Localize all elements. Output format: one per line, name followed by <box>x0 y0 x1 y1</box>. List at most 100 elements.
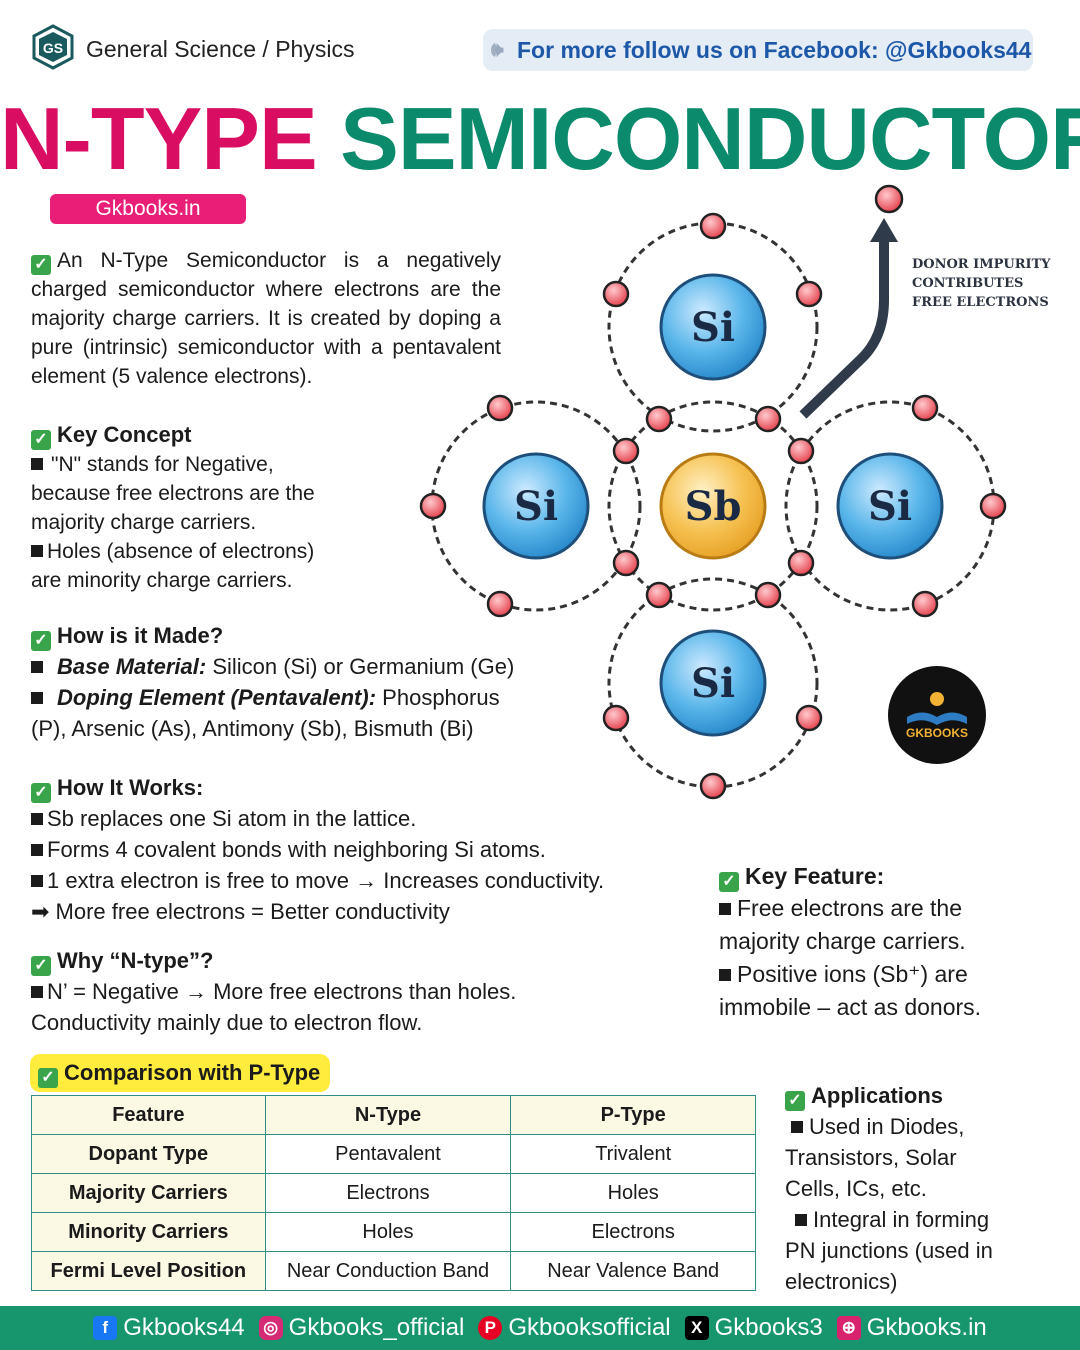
why-ntype-heading: Why “N-type”? <box>57 948 214 973</box>
how-works-heading: How It Works: <box>57 775 204 800</box>
table-cell: Holes <box>264 1212 512 1252</box>
subject-label: General Science / Physics <box>86 36 355 62</box>
bullet-icon <box>31 813 43 825</box>
applications-heading: Applications <box>811 1083 944 1108</box>
doping-element-value-cont: (P), Arsenic (As), Antimony (Sb), Bismut… <box>31 716 474 741</box>
check-icon: ✓ <box>31 255 51 275</box>
table-header-cell: Feature <box>31 1095 266 1135</box>
key-feature-line: Free electrons are the <box>737 895 963 921</box>
x-icon: X <box>684 1316 709 1340</box>
title-part-semiconductor: SEMICONDUCTOR <box>340 89 1080 188</box>
how-made-heading: How is it Made? <box>57 623 224 648</box>
comparison-heading-text: Comparison with P-Type <box>64 1060 321 1085</box>
page-title: N-TYPE SEMICONDUCTOR <box>0 84 1080 194</box>
key-concept-line: because free electrons are the <box>31 482 315 505</box>
table-cell: Holes <box>510 1173 756 1213</box>
table-row: Minority Carriers Holes Electrons <box>31 1212 756 1252</box>
orbit-ring <box>607 577 819 789</box>
globe-icon: ⊕ <box>836 1316 861 1340</box>
applications-line: Integral in forming <box>813 1207 990 1232</box>
instagram-handle: Gkbooks_official <box>288 1314 465 1341</box>
website-url: Gkbooks.in <box>866 1314 987 1341</box>
check-icon: ✓ <box>31 783 51 803</box>
key-feature-section: ✓Key Feature: Free electrons are the maj… <box>719 861 1039 1024</box>
key-feature-line: Positive ions (Sb⁺) are <box>737 961 968 987</box>
donor-label-line: FREE ELECTRONS <box>912 295 1049 310</box>
table-row: Fermi Level Position Near Conduction Ban… <box>31 1251 756 1291</box>
electron-dot <box>754 581 782 609</box>
why-ntype-section: ✓Why “N-type”? N’ = Negative → More free… <box>31 946 651 1038</box>
comparison-table: Feature N-Type P-Type Dopant Type Pentav… <box>31 1095 756 1291</box>
electron-dot <box>419 492 447 520</box>
electron-dot <box>612 549 640 577</box>
table-header-cell: P-Type <box>510 1095 756 1135</box>
bullet-icon <box>31 875 43 887</box>
how-works-line: 1 extra electron is free to move → Incre… <box>47 868 605 893</box>
key-concept-heading: Key Concept <box>57 422 192 447</box>
applications-line: PN junctions (used in <box>785 1238 993 1263</box>
key-concept-line: "N" stands for Negative, <box>51 453 274 476</box>
check-icon: ✓ <box>31 430 51 450</box>
table-header-cell: N-Type <box>264 1095 512 1135</box>
electrons <box>419 184 1007 800</box>
applications-section: ✓Applications Used in Diodes, Transistor… <box>785 1081 1055 1297</box>
key-concept-line: Holes (absence of electrons) <box>47 540 315 563</box>
bullet-icon <box>795 1214 807 1226</box>
facebook-handle: Gkbooks44 <box>123 1314 245 1341</box>
how-works-line: ➡ More free electrons = Better conductiv… <box>31 899 450 924</box>
table-row: Majority Carriers Electrons Holes <box>31 1173 756 1213</box>
instagram-link[interactable]: ◎Gkbooks_official <box>258 1306 465 1350</box>
check-icon: ✓ <box>38 1068 58 1088</box>
title-part-ntype: N-TYPE <box>0 89 318 188</box>
table-cell: Pentavalent <box>264 1134 512 1174</box>
bullet-icon <box>31 692 43 704</box>
donor-arrow-icon <box>799 240 889 419</box>
bullet-icon <box>719 969 731 981</box>
website-link[interactable]: ⊕Gkbooks.in <box>836 1306 987 1350</box>
electron-dot <box>645 581 673 609</box>
pinterest-handle: Gkbooksofficial <box>508 1314 671 1341</box>
atom-si-bottom <box>659 629 767 737</box>
arrow-head-icon <box>870 218 898 242</box>
electron-dot <box>911 394 939 422</box>
donor-label: DONOR IMPURITY CONTRIBUTES FREE ELECTRON… <box>912 257 1051 310</box>
electron-dot <box>602 280 630 308</box>
key-concept-line: are minority charge carriers. <box>31 569 293 592</box>
check-icon: ✓ <box>31 956 51 976</box>
facebook-follow-banner[interactable]: 🕪 For more follow us on Facebook: @Gkboo… <box>483 29 1033 71</box>
electron-dot <box>612 437 640 465</box>
electron-dot <box>787 549 815 577</box>
instagram-icon: ◎ <box>258 1316 283 1340</box>
bullet-icon <box>31 545 43 557</box>
atoms: Si Si Sb Si Si <box>482 273 944 737</box>
gs-logo-icon: GS <box>32 24 74 70</box>
intro-paragraph: ✓An N-Type Semiconductor is a negatively… <box>31 246 501 391</box>
check-icon: ✓ <box>31 631 51 651</box>
lattice-diagram: Si Si Sb Si Si DONOR IMPURITY CONTRIBUTE… <box>419 184 1051 800</box>
electron-dot <box>911 590 939 618</box>
donor-label-line: DONOR IMPURITY <box>912 257 1051 272</box>
facebook-icon: f <box>93 1316 118 1340</box>
electron-dot <box>699 772 727 800</box>
electron-dot <box>699 212 727 240</box>
table-row: Dopant Type Pentavalent Trivalent <box>31 1134 756 1174</box>
gkbooks-logo-text: GKBOOKS <box>906 726 968 740</box>
bullet-icon <box>31 844 43 856</box>
table-cell: Near Valence Band <box>510 1251 756 1291</box>
key-concept-line: majority charge carriers. <box>31 511 257 534</box>
bullet-icon <box>31 458 43 470</box>
electron-dot <box>979 492 1007 520</box>
intro-text: An N-Type Semiconductor is a negatively … <box>31 249 501 388</box>
electron-dot <box>602 704 630 732</box>
gkbooks-logo-icon <box>888 666 986 764</box>
electron-dot <box>754 405 782 433</box>
table-cell: Minority Carriers <box>31 1212 266 1252</box>
atom-si-right <box>836 452 944 560</box>
comparison-heading: ✓ Comparison with P-Type <box>30 1054 331 1092</box>
atom-si-left <box>482 452 590 560</box>
table-cell: Majority Carriers <box>31 1173 266 1213</box>
site-badge[interactable]: Gkbooks.in <box>50 194 246 224</box>
